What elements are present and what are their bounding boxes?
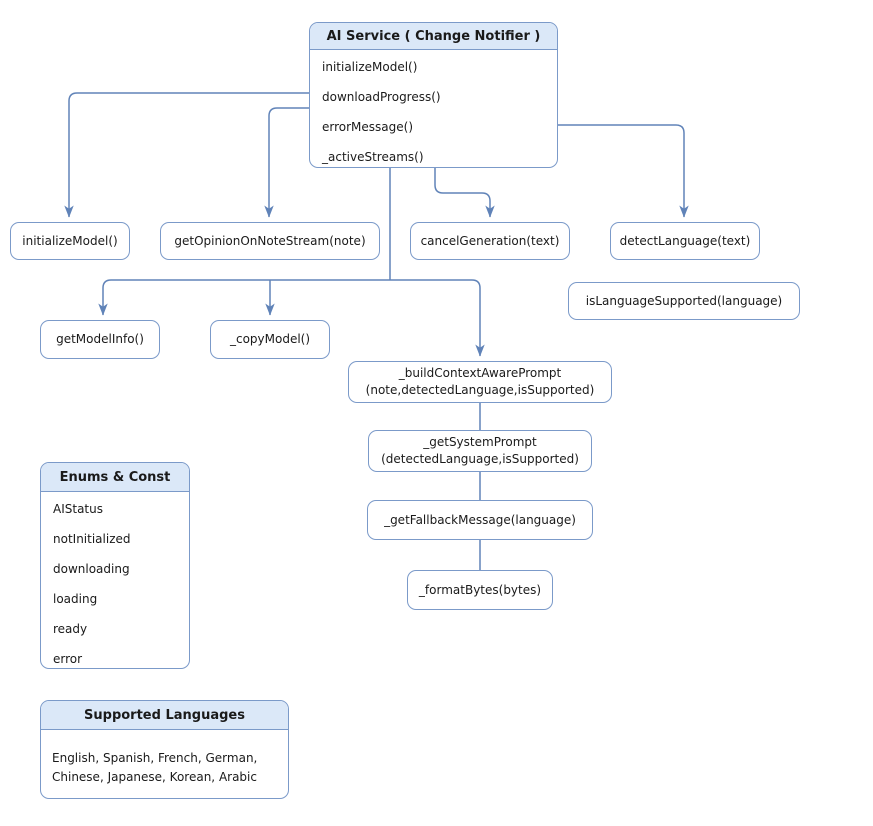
method-item: _activeStreams() [322,150,424,164]
node-label: _buildContextAwarePrompt (note,detectedL… [366,365,595,399]
node-build-context-aware-prompt: _buildContextAwarePrompt (note,detectedL… [348,361,612,403]
node-supported-languages-title: Supported Languages [84,707,245,723]
node-ai-service-methods: initializeModel() downloadProgress() err… [310,50,557,172]
node-enums-const-header: Enums & Const [41,463,189,492]
node-enums-const-title: Enums & Const [59,469,171,485]
node-ai-service: AI Service ( Change Notifier ) initializ… [309,22,558,168]
languages-line2: Chinese, Japanese, Korean, Arabic [52,770,257,784]
connector-branch-to-build-context [471,279,485,357]
node-supported-languages-header: Supported Languages [41,701,288,730]
node-label: getModelInfo() [56,332,144,346]
enum-item: error [53,652,83,666]
node-copy-model: _copyModel() [210,320,330,359]
node-get-opinion-on-note-stream: getOpinionOnNoteStream(note) [160,222,380,260]
enum-item: notInitialized [53,532,131,546]
node-label-line1: _buildContextAwarePrompt [398,366,562,380]
node-label-line2: (detectedLanguage,isSupported) [381,452,579,466]
node-detect-language: detectLanguage(text) [610,222,760,260]
node-cancel-generation: cancelGeneration(text) [410,222,570,260]
node-initialize-model: initializeModel() [10,222,130,260]
node-label: _copyModel() [229,332,311,346]
method-item: errorMessage() [322,120,414,134]
node-ai-service-header: AI Service ( Change Notifier ) [310,23,557,50]
node-label: _getFallbackMessage(language) [384,512,576,527]
node-enums-const-items: AIStatus notInitialized downloading load… [41,492,189,674]
node-label: _formatBytes(bytes) [418,582,542,597]
connector-branch-to-get-model-info [98,279,472,316]
enum-item: loading [53,592,98,606]
connector-ai-to-get-opinion [264,107,309,218]
node-supported-languages: Supported Languages English, Spanish, Fr… [40,700,289,799]
method-item: downloadProgress() [322,90,441,104]
enum-item: ready [53,622,88,636]
node-label-line2: (note,detectedLanguage,isSupported) [365,383,595,397]
connector-ai-to-cancel-generation [434,167,495,218]
node-format-bytes: _formatBytes(bytes) [407,570,553,610]
node-label: _getSystemPrompt (detectedLanguage,isSup… [381,434,579,468]
node-get-system-prompt: _getSystemPrompt (detectedLanguage,isSup… [368,430,592,472]
node-get-fallback-message: _getFallbackMessage(language) [367,500,593,540]
node-label: detectLanguage(text) [619,233,751,248]
enum-item: downloading [53,562,130,576]
method-item: initializeModel() [322,60,418,74]
connector-ai-to-initialize-model [64,92,309,218]
languages-line1: English, Spanish, French, German, [52,751,258,765]
node-enums-const: Enums & Const AIStatus notInitialized do… [40,462,190,669]
node-label: isLanguageSupported(language) [585,293,783,308]
enum-item: AIStatus [53,502,103,516]
connector-ai-to-detect-language [557,124,689,218]
node-get-model-info: getModelInfo() [40,320,160,359]
node-label-line1: _getSystemPrompt [423,435,537,449]
node-label: getOpinionOnNoteStream(note) [174,233,366,248]
node-is-language-supported: isLanguageSupported(language) [568,282,800,320]
node-label: initializeModel() [22,233,118,248]
node-ai-service-title: AI Service ( Change Notifier ) [326,28,541,44]
node-supported-languages-list: English, Spanish, French, German, Chines… [41,730,288,787]
node-label: cancelGeneration(text) [420,233,560,248]
